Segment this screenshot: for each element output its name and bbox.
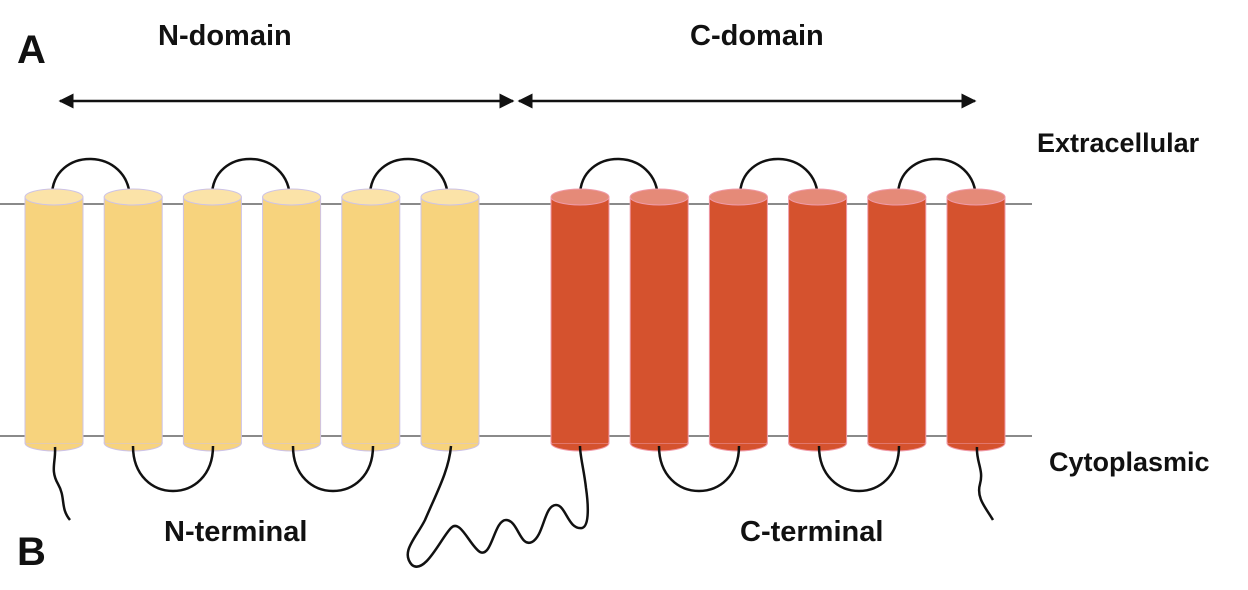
loop-ec-6	[896, 157, 978, 201]
n-domain-helix-6	[420, 188, 480, 452]
n-domain-helix-1	[24, 188, 84, 452]
n-terminal-label: N-terminal	[164, 516, 308, 548]
loop-ec-4	[578, 157, 660, 201]
n-domain-helix-4	[262, 188, 322, 452]
c-terminus-tail	[975, 446, 995, 521]
n-domain-helix-2	[103, 188, 163, 452]
loop-ec-3	[368, 157, 450, 201]
loop-cyto-1	[131, 445, 215, 493]
extracellular-label: Extracellular	[1037, 128, 1200, 158]
central-linker-loop	[406, 445, 589, 568]
loop-cyto-3	[657, 445, 741, 493]
panel-label-b: B	[17, 530, 46, 574]
loop-ec-5	[738, 157, 820, 201]
cytoplasmic-loops	[52, 445, 995, 568]
loop-ec-2	[210, 157, 292, 201]
c-domain-label: C-domain	[690, 20, 824, 52]
n-terminus-tail	[52, 446, 71, 521]
panel-label-a: A	[17, 28, 46, 72]
loop-cyto-2	[291, 445, 375, 493]
n-domain-label: N-domain	[158, 20, 292, 52]
loop-cyto-4	[817, 445, 901, 493]
helix-group	[24, 188, 1006, 452]
loop-ec-1	[50, 157, 132, 201]
cytoplasmic-label: Cytoplasmic	[1049, 447, 1210, 477]
c-domain-helix-4	[788, 188, 848, 452]
n-domain-helix-3	[182, 188, 242, 452]
c-domain-helix-3	[708, 188, 768, 452]
n-domain-helix-5	[341, 188, 401, 452]
c-domain-helix-6	[946, 188, 1006, 452]
extracellular-loops	[50, 157, 978, 201]
c-terminal-label: C-terminal	[740, 516, 884, 548]
c-domain-helix-1	[550, 188, 610, 452]
c-domain-helix-2	[629, 188, 689, 452]
c-domain-helix-5	[867, 188, 927, 452]
